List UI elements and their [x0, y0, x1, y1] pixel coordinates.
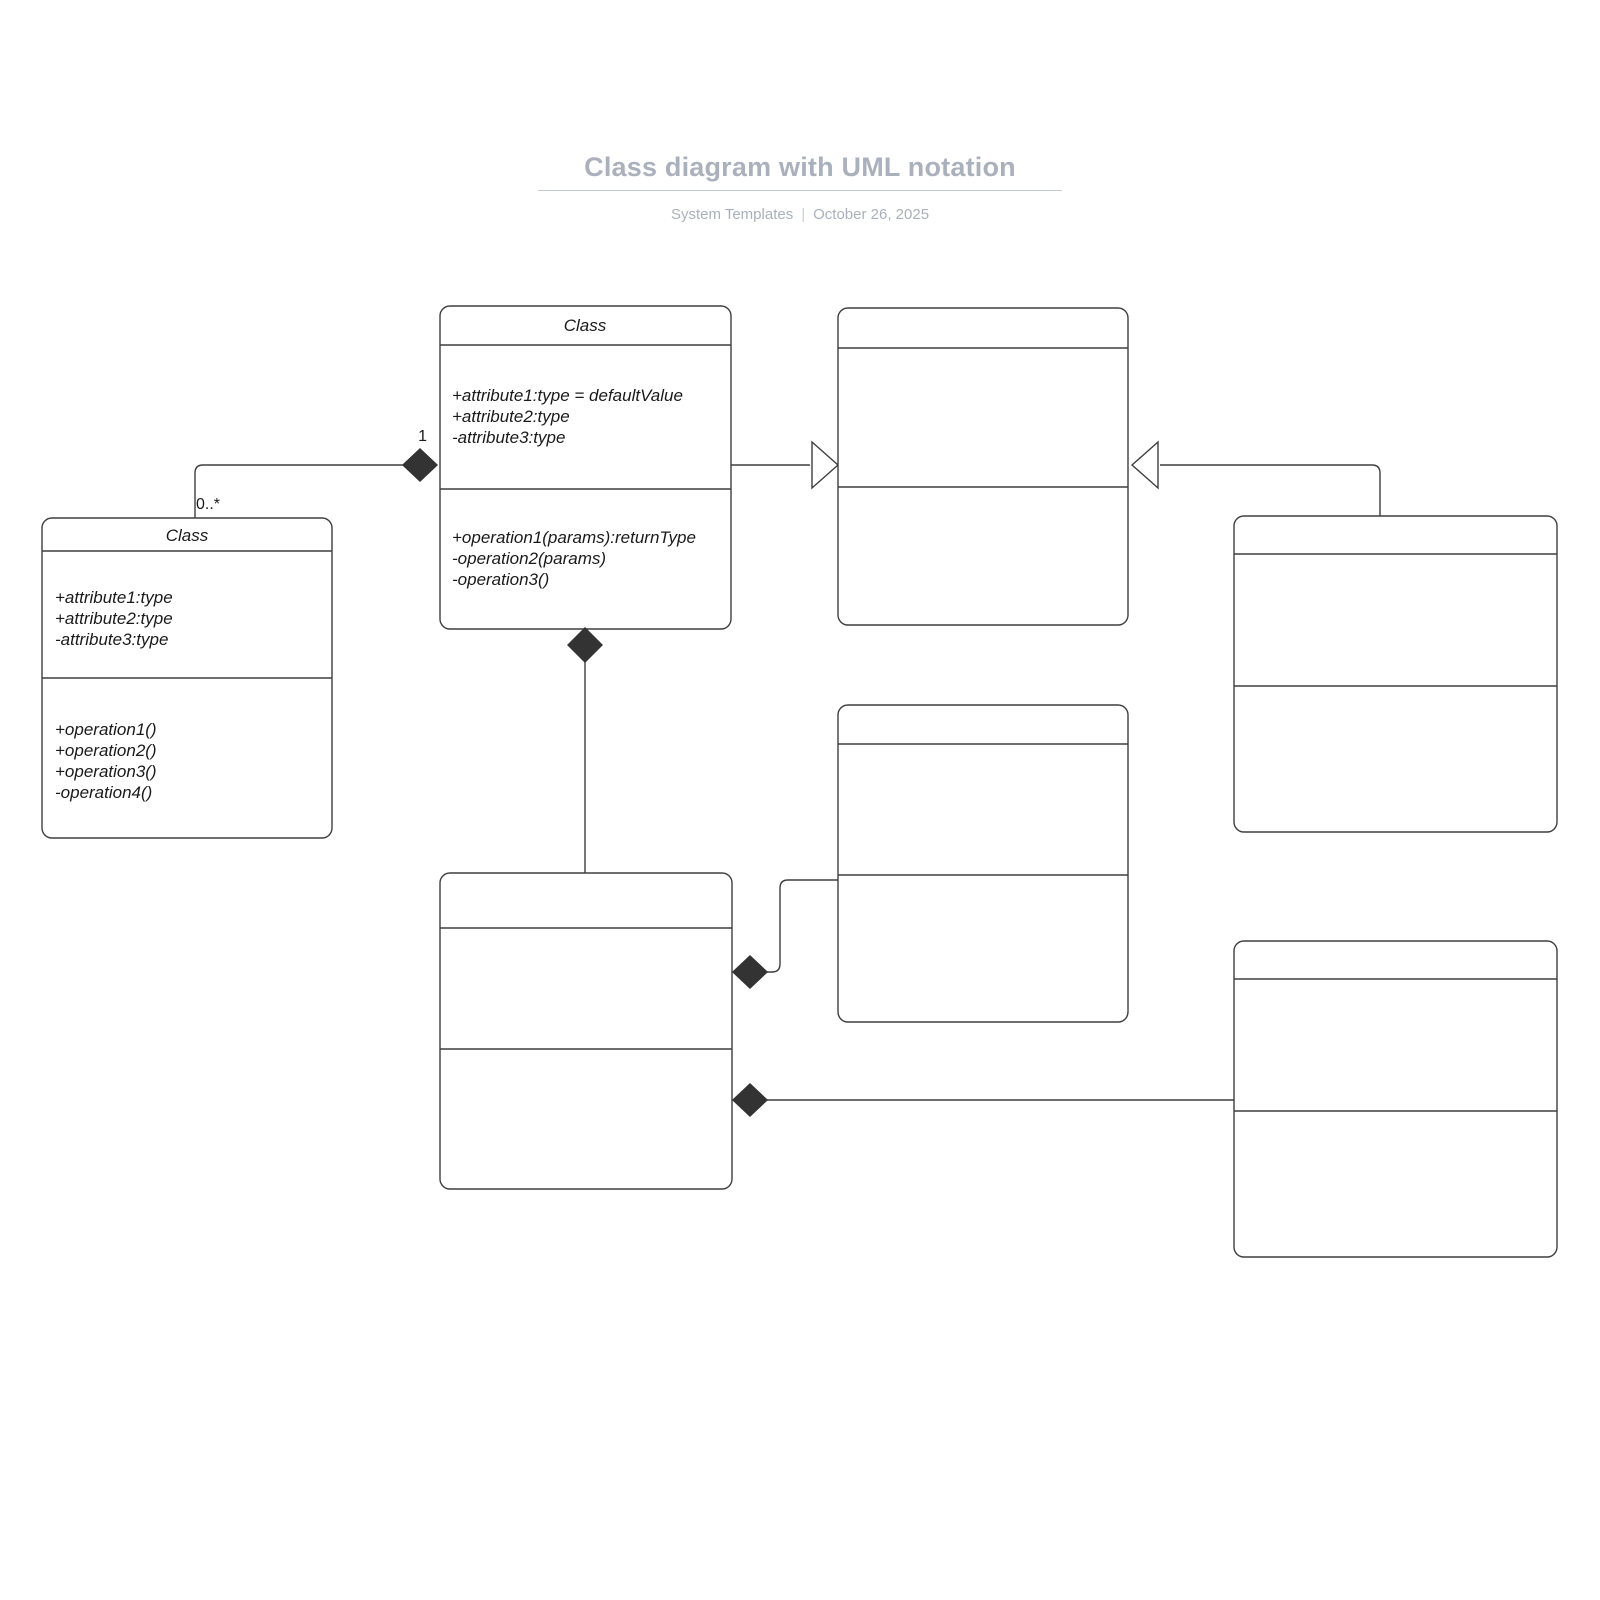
- composition-diamond-bottomcenter-bottomright: [731, 1083, 769, 1117]
- composition-diamond-main-left: [401, 448, 439, 482]
- class-main-operation-2: -operation2(params): [452, 549, 606, 568]
- multiplicity-target-label: 1: [418, 428, 427, 445]
- class-node-main[interactable]: Class +attribute1:type = defaultValue +a…: [439, 305, 732, 630]
- page-subtitle: System Templates | October 26, 2025: [0, 205, 1600, 224]
- class-left-attribute-2: +attribute2:type: [55, 609, 173, 628]
- composition-diamond-bottomcenter-midright: [731, 955, 769, 989]
- generalization-arrowhead-topright: [811, 440, 840, 490]
- subtitle-date: October 26, 2025: [813, 206, 930, 223]
- multiplicity-source-label: 0..*: [196, 496, 220, 513]
- class-left-attribute-3: -attribute3:type: [55, 630, 168, 649]
- class-box-bottom-right: [1233, 940, 1558, 1258]
- class-main-operation-1: +operation1(params):returnType: [452, 528, 696, 547]
- class-main-attribute-1: +attribute1:type = defaultValue: [452, 386, 683, 405]
- subtitle-author: System Templates: [670, 206, 794, 223]
- title-underline: [538, 190, 1062, 191]
- class-main-attribute-2: +attribute2:type: [452, 407, 570, 426]
- edge-composition-main-to-left[interactable]: [194, 464, 407, 518]
- class-left-operation-2: +operation2(): [55, 741, 157, 760]
- class-box-bottom-center: [439, 872, 733, 1190]
- class-box-right-upper: [1233, 515, 1558, 833]
- class-left-operation-1: +operation1(): [55, 720, 157, 739]
- edge-generalization-rightupper-to-topright[interactable]: [1160, 464, 1381, 524]
- class-left-attribute-1: +attribute1:type: [55, 588, 173, 607]
- composition-diamond-main-bottom: [567, 627, 603, 663]
- class-node-left[interactable]: Class +attribute1:type +attribute2:type …: [41, 517, 333, 839]
- class-main-operation-3: -operation3(): [452, 570, 549, 589]
- class-main-attribute-3: -attribute3:type: [452, 428, 565, 447]
- class-left-name: Class: [166, 526, 209, 545]
- class-box-mid-right: [837, 704, 1129, 1023]
- page-title: Class diagram with UML notation: [584, 152, 1016, 182]
- subtitle-separator: |: [801, 206, 806, 223]
- class-node-right-upper[interactable]: [1233, 515, 1558, 833]
- edge-composition-bottomcenter-to-midright[interactable]: [765, 879, 855, 973]
- generalization-arrowhead-rightupper: [1130, 440, 1159, 490]
- class-node-mid-right[interactable]: [837, 704, 1129, 1023]
- class-node-bottom-right[interactable]: [1233, 940, 1558, 1258]
- class-left-operation-4: -operation4(): [55, 783, 152, 802]
- page-header: Class diagram with UML notation System T…: [0, 150, 1600, 224]
- class-main-name: Class: [564, 316, 607, 335]
- class-box-top-right: [837, 307, 1129, 626]
- class-left-operation-3: +operation3(): [55, 762, 157, 781]
- class-node-bottom-center[interactable]: [439, 872, 733, 1190]
- class-node-top-right[interactable]: [837, 307, 1129, 626]
